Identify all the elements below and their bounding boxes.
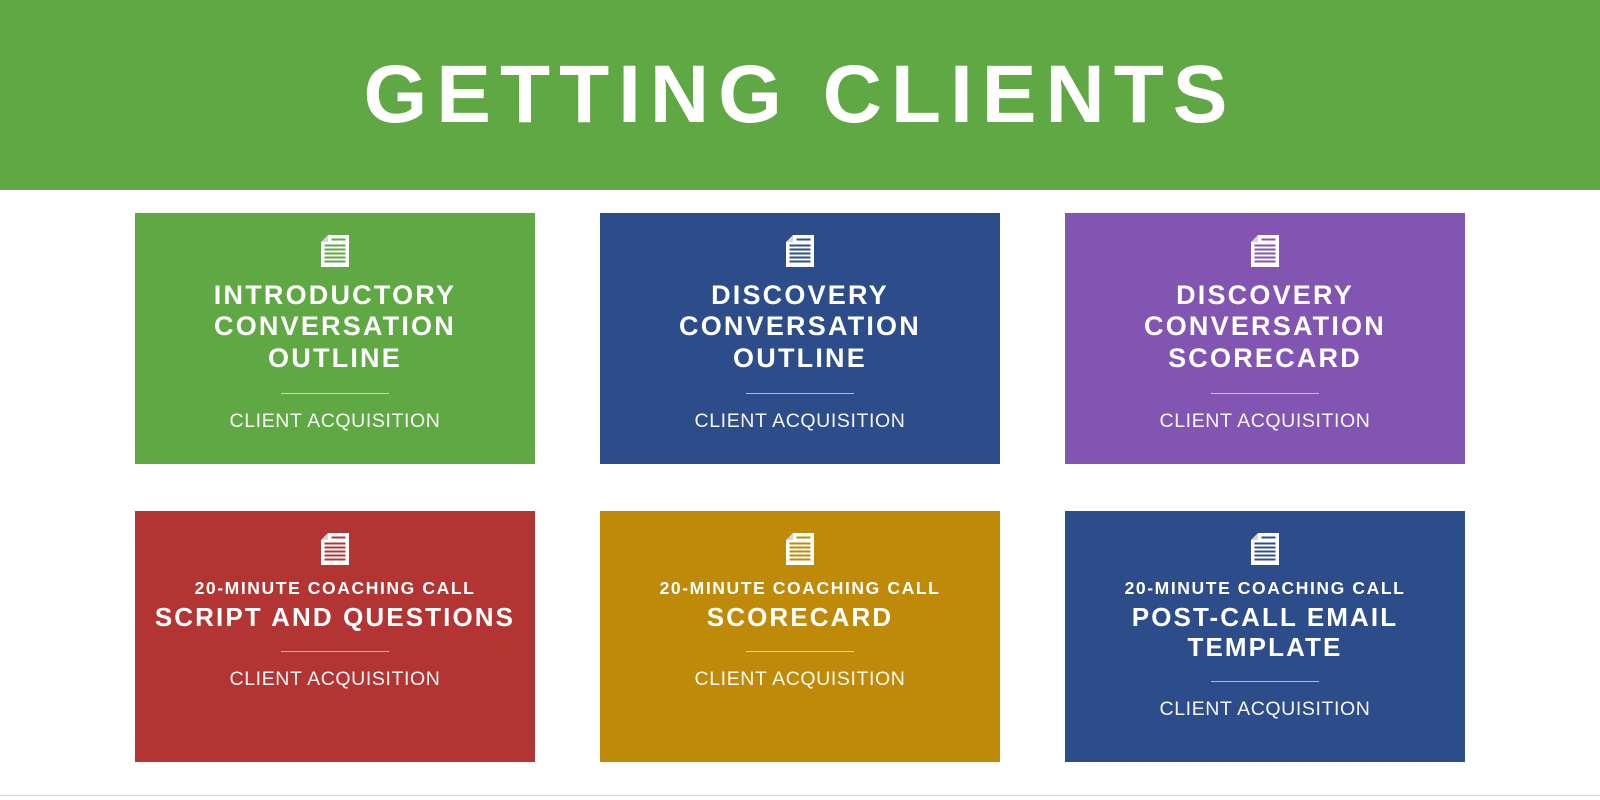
card-subtitle: CLIENT ACQUISITION xyxy=(694,668,906,691)
card-subtitle: CLIENT ACQUISITION xyxy=(1159,698,1371,721)
card-subtitle: CLIENT ACQUISITION xyxy=(229,668,441,691)
card-title: DISCOVERY CONVERSATION OUTLINE xyxy=(679,280,921,373)
card-divider xyxy=(1211,681,1319,683)
card-divider xyxy=(1211,392,1319,394)
resource-card-coaching-call-script-and-questions[interactable]: 20-MINUTE COACHING CALL SCRIPT AND QUEST… xyxy=(135,511,535,762)
resource-card-discovery-conversation-outline[interactable]: DISCOVERY CONVERSATION OUTLINE CLIENT AC… xyxy=(600,213,1000,464)
resource-card-discovery-conversation-scorecard[interactable]: DISCOVERY CONVERSATION SCORECARD CLIENT … xyxy=(1065,213,1465,464)
document-icon xyxy=(321,533,349,565)
card-eyebrow: 20-MINUTE COACHING CALL xyxy=(659,578,941,598)
card-title: DISCOVERY CONVERSATION SCORECARD xyxy=(1144,280,1386,373)
card-title: POST-CALL EMAIL TEMPLATE xyxy=(1131,601,1399,663)
card-divider xyxy=(281,651,389,653)
card-eyebrow: 20-MINUTE COACHING CALL xyxy=(1124,578,1406,598)
page-header-banner: GETTING CLIENTS xyxy=(0,0,1600,190)
document-icon xyxy=(321,235,349,267)
card-divider xyxy=(746,392,854,394)
card-eyebrow: 20-MINUTE COACHING CALL xyxy=(194,578,476,598)
resource-card-coaching-call-post-call-email-template[interactable]: 20-MINUTE COACHING CALL POST-CALL EMAIL … xyxy=(1065,511,1465,762)
page-title: GETTING CLIENTS xyxy=(363,49,1237,140)
card-title: SCRIPT AND QUESTIONS xyxy=(154,601,516,632)
resource-card-coaching-call-scorecard[interactable]: 20-MINUTE COACHING CALL SCORECARD CLIENT… xyxy=(600,511,1000,762)
card-subtitle: CLIENT ACQUISITION xyxy=(229,409,441,432)
card-divider xyxy=(281,392,389,394)
card-subtitle: CLIENT ACQUISITION xyxy=(694,409,906,432)
card-title: INTRODUCTORY CONVERSATION OUTLINE xyxy=(213,280,457,373)
document-icon xyxy=(786,533,814,565)
resource-card-introductory-conversation-outline[interactable]: INTRODUCTORY CONVERSATION OUTLINE CLIENT… xyxy=(135,213,535,464)
card-title: SCORECARD xyxy=(706,601,894,632)
document-icon xyxy=(786,235,814,267)
document-icon xyxy=(1251,235,1279,267)
resource-card-grid: INTRODUCTORY CONVERSATION OUTLINE CLIENT… xyxy=(0,190,1600,762)
card-divider xyxy=(746,651,854,653)
card-subtitle: CLIENT ACQUISITION xyxy=(1159,409,1371,432)
bottom-divider xyxy=(0,795,1600,796)
document-icon xyxy=(1251,533,1279,565)
